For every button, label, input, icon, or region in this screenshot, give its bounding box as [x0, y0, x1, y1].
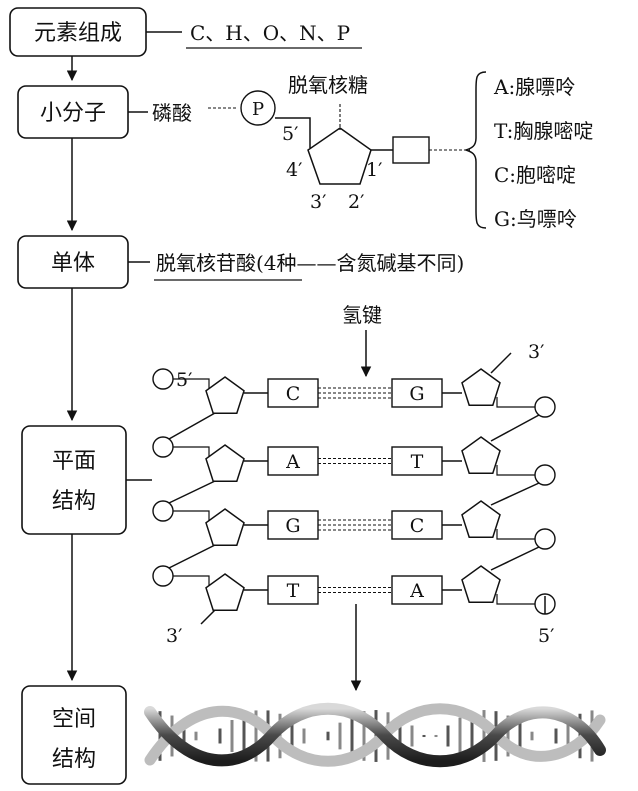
right-phosphate-1: [534, 396, 556, 418]
right-sugar-3: [461, 500, 501, 538]
base-box: [392, 136, 430, 164]
sugar-label: 脱氧核糖: [288, 73, 368, 97]
left-phosphate-bond-1: [173, 378, 210, 389]
right-base-letter-3: C: [410, 515, 425, 537]
spatial-label-line1: 空间: [52, 707, 96, 732]
left-phosphate-4: [152, 565, 174, 587]
flow-column: 元素组成 C、H、O、N、P 小分子 单体 脱氧核苷酸(4种——含氮碱基不同) …: [9, 7, 464, 785]
right-phosphate-2: [534, 464, 556, 486]
left-backbone-link-1: [168, 412, 216, 440]
left-phosphate-bond-2: [173, 446, 210, 457]
right-top-tail: [490, 352, 512, 374]
base-list-a: A:腺嘌呤: [493, 75, 575, 99]
phosphate-circle: [240, 90, 276, 126]
left-bottom-tail: [200, 609, 216, 625]
carbon-1-label: 1′: [366, 159, 382, 181]
right-backbone-link-2: [490, 482, 540, 506]
left-base-box-1: [267, 378, 319, 408]
right-phosphate-bond-4: [496, 594, 535, 605]
left-sugar-3: [205, 508, 245, 546]
left-sugar-4: [205, 573, 245, 611]
left-sugar-2: [205, 444, 245, 482]
phosphate-symbol: P: [252, 99, 264, 120]
right-backbone-link-1: [490, 414, 540, 442]
right-strand-bottom-end: 5′: [538, 625, 554, 647]
left-base-box-2: [267, 446, 319, 476]
phosphate-label: 磷酸: [152, 101, 192, 125]
hydrogen-bond-label: 氢键: [342, 303, 382, 327]
left-base-box-4: [267, 575, 319, 605]
carbon-4-label: 4′: [286, 159, 302, 181]
left-phosphate-2: [152, 436, 174, 458]
left-base-letter-4: T: [287, 580, 300, 602]
right-base-letter-4: A: [409, 580, 424, 602]
right-strand-top-end: 3′: [528, 341, 544, 363]
right-phosphate-3: [534, 528, 556, 550]
left-base-letter-2: A: [285, 451, 300, 473]
right-phosphate-bond-2: [496, 465, 535, 476]
nucleotide-detail: 磷酸 P 脱氧核糖 5′ 4′ 3′ 2′ 1′ A:腺嘌呤 T:胸腺嘧啶 C:…: [128, 71, 593, 231]
monomer-label: 单体: [51, 251, 95, 276]
base-list-c: C:胞嘧啶: [494, 163, 576, 187]
left-sugar-1: [205, 376, 245, 414]
double-helix-image: [144, 702, 606, 768]
right-base-box-2: [391, 446, 443, 476]
right-base-box-1: [391, 378, 443, 408]
left-strand-top-end: 5′: [176, 369, 192, 391]
right-sugar-1: [461, 368, 501, 406]
planar-label-line1: 平面: [52, 449, 96, 474]
helix-strand-front: [144, 702, 606, 768]
left-strand-bottom-end: 3′: [166, 625, 182, 647]
planar-double-strand: 氢键 5′ 3′ 3′ 5′ C G A T G C T A: [152, 303, 556, 692]
carbon-2-label: 2′: [348, 191, 364, 213]
planar-label-line2: 结构: [52, 489, 96, 514]
right-base-box-4: [391, 575, 443, 605]
left-base-letter-1: C: [286, 383, 301, 405]
planar-structure-box: [21, 425, 127, 535]
right-sugar-4: [461, 565, 501, 603]
right-phosphate-bond-3: [496, 529, 535, 540]
right-base-letter-2: T: [411, 451, 424, 473]
carbon-3-label: 3′: [310, 191, 326, 213]
spatial-label-line2: 结构: [52, 747, 96, 772]
right-base-letter-1: G: [409, 383, 424, 405]
left-backbone-link-2: [168, 480, 216, 504]
left-base-box-3: [267, 510, 319, 540]
elements-value: C、H、O、N、P: [190, 21, 350, 45]
carbon-5-label: 5′: [282, 123, 298, 145]
phosphate-to-sugar-bond: [275, 117, 311, 148]
left-phosphate-1: [152, 368, 174, 390]
base-list-brace: [463, 71, 487, 229]
left-phosphate-3: [152, 500, 174, 522]
left-base-letter-3: G: [285, 515, 300, 537]
small-molecule-label: 小分子: [40, 101, 106, 126]
left-phosphate-bond-3: [173, 510, 210, 521]
left-backbone-link-3: [168, 544, 216, 569]
right-phosphate-bond-1: [496, 397, 535, 408]
base-list-t: T:胸腺嘧啶: [494, 119, 593, 143]
left-phosphate-bond-4: [173, 575, 210, 586]
right-sugar-2: [461, 436, 501, 474]
deoxyribose-pentagon: [307, 127, 372, 185]
spatial-structure-box: [21, 685, 127, 785]
elements-label: 元素组成: [34, 21, 122, 46]
monomer-value: 脱氧核苷酸(4种——含氮碱基不同): [156, 251, 464, 275]
right-base-box-3: [391, 510, 443, 540]
base-list-g: G:鸟嘌呤: [494, 207, 577, 231]
right-backbone-link-3: [490, 546, 540, 571]
